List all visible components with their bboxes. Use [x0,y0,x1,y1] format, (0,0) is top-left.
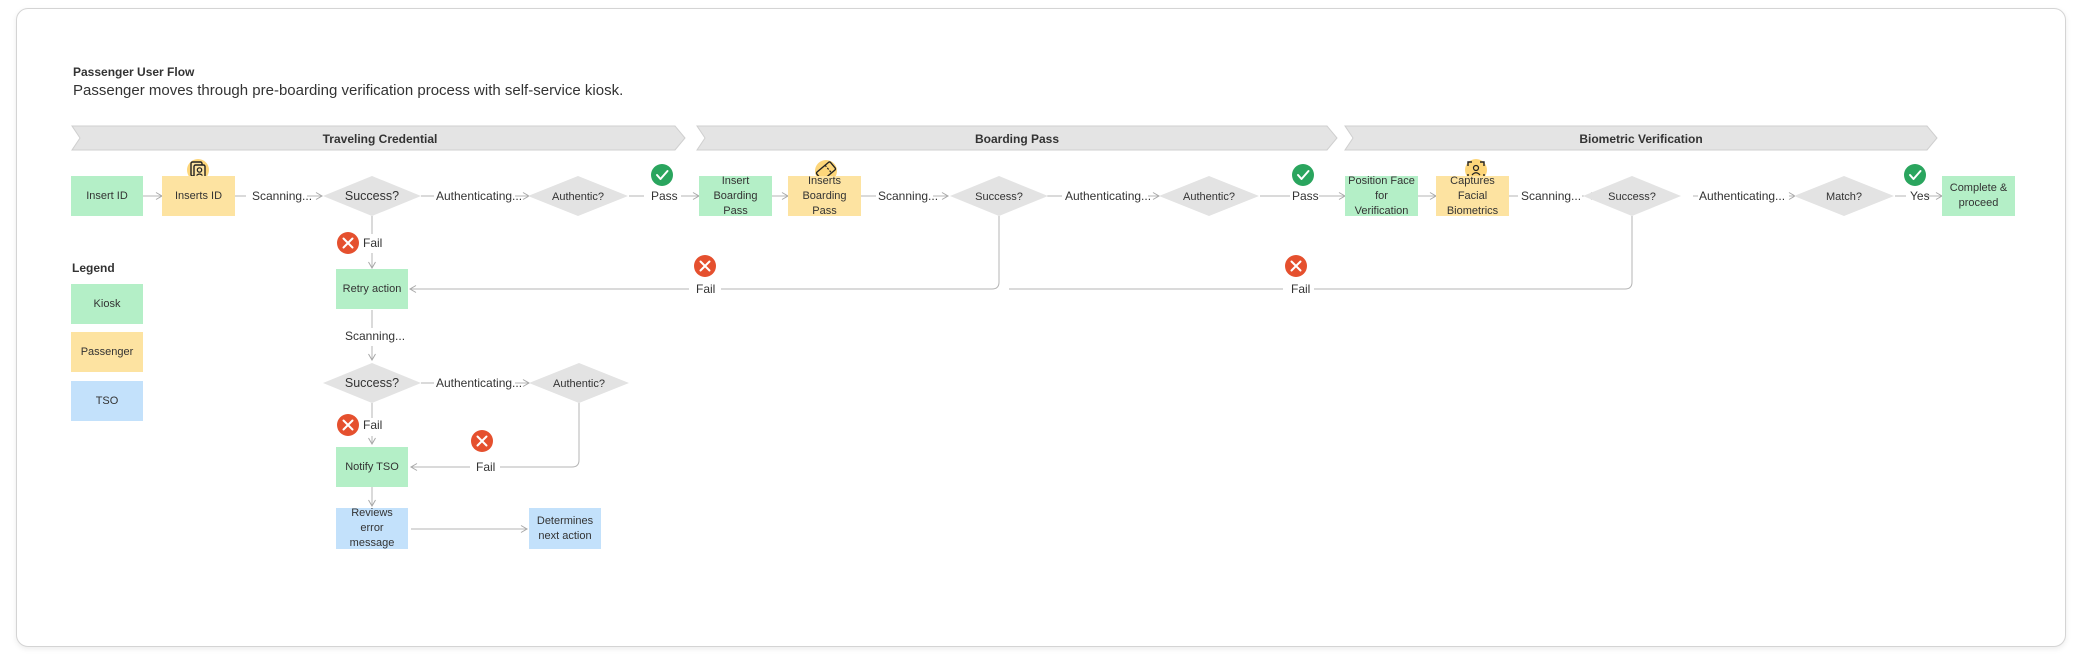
label-scanning: Scanning... [252,189,313,203]
label-fail: Fail [476,460,496,474]
label-authenticating: Authenticating... [436,376,523,390]
label-pass: Pass [1292,189,1319,203]
step-reviews-error: Reviews error message [336,507,408,549]
label-authenticating: Authenticating... [1065,189,1152,203]
step-inserts-boarding-pass: Inserts Boarding Pass [788,175,861,217]
step-complete: Complete & proceed [1942,176,2015,216]
x-icon [1285,255,1307,277]
connectors [143,192,1943,533]
flow-subtitle: Passenger moves through pre-boarding ver… [73,82,624,99]
legend-item-tso: TSO [71,381,143,421]
phase-banner-biometric-verification: Biometric Verification [1344,125,1938,151]
label-fail: Fail [363,236,383,250]
step-insert-boarding-pass: Insert Boarding Pass [699,175,772,217]
decision-authentic-retry: Authentic? [529,363,629,403]
legend-title: Legend [72,261,115,275]
check-icon [1292,164,1314,186]
phase-label: Biometric Verification [1579,132,1702,146]
x-icon [337,232,359,254]
decision-authentic-2: Authentic? [1159,176,1259,216]
label-scanning: Scanning... [345,329,406,343]
flow-title: Passenger User Flow [73,65,195,79]
decision-label: Authentic? [552,191,604,203]
label-fail: Fail [363,418,383,432]
phase-label: Boarding Pass [975,132,1059,146]
decision-success-2: Success? [950,176,1048,216]
phase-banner-boarding-pass: Boarding Pass [696,125,1338,151]
id-card-icon [187,159,209,181]
decision-authentic-1: Authentic? [528,176,628,216]
label-scanning: Scanning... [878,189,939,203]
label-authenticating: Authenticating... [436,189,523,203]
face-scan-icon [1465,159,1487,181]
x-icon [337,414,359,436]
phase-label: Traveling Credential [323,132,438,146]
check-icon [651,164,673,186]
decision-label: Match? [1826,191,1862,203]
decision-success-retry: Success? [323,363,421,403]
label-pass: Pass [651,189,678,203]
x-icon [471,430,493,452]
decision-label: Authentic? [553,378,605,390]
label-fail: Fail [696,282,716,296]
label-yes: Yes [1910,189,1930,203]
legend-item-passenger: Passenger [71,332,143,372]
legend-item-kiosk: Kiosk [71,284,143,324]
step-retry-action: Retry action [336,269,408,309]
decision-label: Authentic? [1183,191,1235,203]
step-insert-id: Insert ID [71,176,143,216]
x-icon [694,255,716,277]
decision-success-1: Success? [323,176,421,216]
decision-label: Success? [975,191,1023,203]
check-icon [1904,164,1926,186]
step-inserts-id: Inserts ID [162,176,235,216]
step-position-face: Position Face for Verification [1345,175,1418,217]
step-notify-tso: Notify TSO [336,447,408,487]
decision-success-3: Success? [1583,176,1681,216]
label-scanning: Scanning... [1521,189,1582,203]
decision-label: Success? [345,189,399,203]
label-authenticating: Authenticating... [1699,189,1786,203]
step-determines-next: Determines next action [529,508,601,549]
label-fail: Fail [1291,282,1311,296]
step-captures-biometrics: Captures Facial Biometrics [1436,175,1509,217]
decision-label: Success? [1608,191,1656,203]
decision-label: Success? [345,376,399,390]
phase-banner-traveling-credential: Traveling Credential [71,125,686,151]
decision-match: Match? [1794,176,1894,216]
